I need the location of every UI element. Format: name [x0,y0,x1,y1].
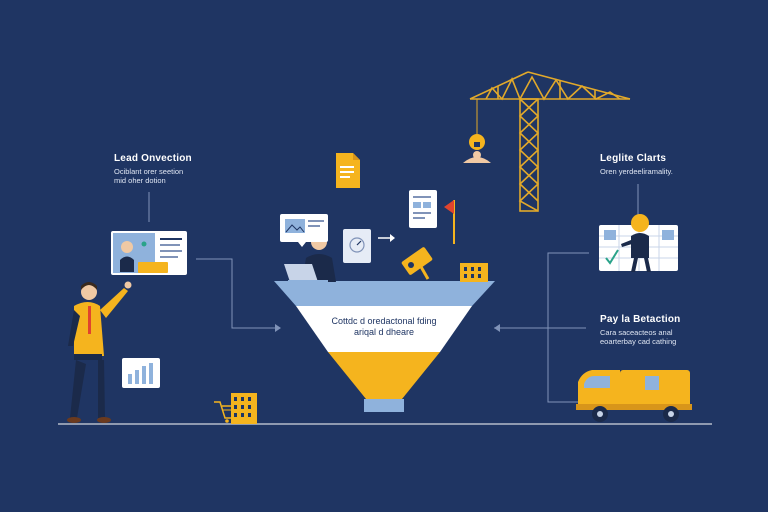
lightbulb-person-icon [463,134,491,163]
funnel-spout [364,399,404,412]
buildings-icon [231,393,257,424]
funnel-middle-band [296,306,472,352]
compass-card-icon [343,229,371,263]
flag-icon [444,200,455,244]
right-top-label: Leglite Clarts Oren yerdeeliramality. [600,153,673,176]
right-top-label-sub1: Oren yerdeeliramality. [600,167,673,176]
right-bottom-label-title: Pay la Betaction [600,314,681,325]
left-label-title: Lead Onvection [114,153,192,164]
person-standing-icon [67,281,132,423]
left-label-sub2: mid oher dotion [114,176,166,185]
right-top-label-title: Leglite Clarts [600,153,667,164]
funnel-text-line2: ariqal d dheare [353,327,415,337]
delivery-van-icon [576,370,692,422]
right-bottom-label-sub1: Cara saceacteos anal [600,328,673,337]
left-arrow-head [275,324,281,332]
arrow-right-icon [378,234,395,242]
image-card-icon [280,214,328,247]
right-bottom-label: Pay la Betaction Cara saceacteos anal eo… [600,314,680,346]
left-label-sub1: Ociblant orer seetion [114,167,184,176]
construction-crane-icon [469,71,631,212]
person-with-laptop-icon [111,231,187,275]
funnel [274,281,495,412]
funnel-text: Cottdc d oredactonal fding ariqal d dhea… [300,316,468,338]
tag-icon [401,247,433,280]
left-to-funnel-connector [196,258,275,329]
left-label: Lead Onvection Ociblant orer seetion mid… [114,153,192,185]
document-icon [336,153,360,188]
right-arrow-head [494,324,500,332]
right-bottom-label-sub2: eoarterbay cad cathing [600,337,677,346]
presenter-person-icon [621,214,651,272]
funnel-text-line1: Cottdc d oredactonal fding [331,316,437,326]
office-building-icon [460,263,488,282]
funnel-bottom-band [328,352,440,399]
form-card-icon [409,190,437,228]
bar-chart-icon [122,358,160,388]
funnel-top-band [274,281,495,306]
connector-lines [148,184,639,403]
person-at-desk-icon [284,233,336,283]
